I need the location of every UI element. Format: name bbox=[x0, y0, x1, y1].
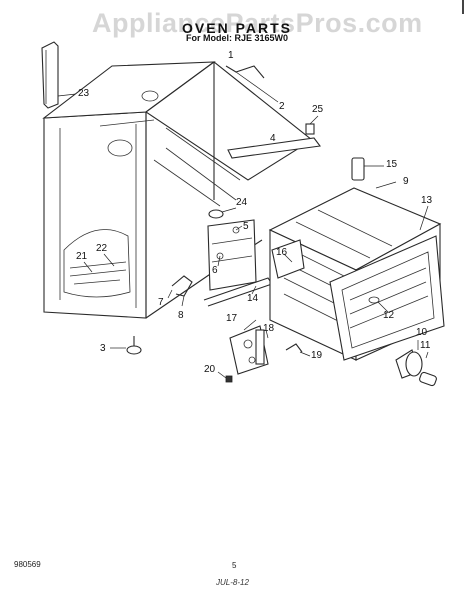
callout-7: 7 bbox=[158, 297, 164, 308]
callout-16: 16 bbox=[276, 247, 288, 258]
part-25-fastener bbox=[305, 115, 319, 135]
edge-mark bbox=[462, 0, 464, 14]
callout-11: 11 bbox=[420, 340, 431, 351]
page-number: 5 bbox=[232, 561, 237, 570]
callout-1: 1 bbox=[228, 50, 234, 61]
callout-4: 4 bbox=[270, 133, 276, 144]
callout-22: 22 bbox=[96, 243, 108, 254]
callout-19: 19 bbox=[311, 350, 323, 361]
part-7-8-clip bbox=[167, 275, 193, 307]
page-title: OVEN PARTS bbox=[182, 20, 292, 36]
part-16-shield bbox=[271, 239, 305, 279]
callout-15: 15 bbox=[386, 159, 398, 170]
callout-12: 12 bbox=[383, 310, 395, 321]
callout-5: 5 bbox=[243, 221, 249, 232]
callout-21: 21 bbox=[76, 251, 88, 262]
part-24-fastener bbox=[208, 207, 237, 219]
oven-front-frame bbox=[329, 235, 445, 361]
callout-20: 20 bbox=[204, 364, 216, 375]
callout-8: 8 bbox=[178, 310, 184, 321]
callout-24: 24 bbox=[236, 197, 248, 208]
callout-14: 14 bbox=[247, 293, 259, 304]
callout-2: 2 bbox=[279, 101, 285, 112]
footer-code: 980569 bbox=[14, 560, 41, 569]
part-15-element bbox=[351, 157, 384, 181]
part-10-11-knob bbox=[395, 340, 437, 387]
callout-18: 18 bbox=[263, 323, 275, 334]
part-23-side-trim bbox=[41, 41, 77, 109]
callout-23: 23 bbox=[78, 88, 90, 99]
callout-6: 6 bbox=[212, 265, 218, 276]
watermark: AppliancePartsPros.com bbox=[92, 8, 423, 38]
handwritten-signature: JUL-8-12 bbox=[216, 578, 249, 587]
callout-9: 9 bbox=[403, 176, 409, 187]
callout-10: 10 bbox=[416, 327, 428, 338]
model-subtitle: For Model: RJE 3165W0 bbox=[186, 33, 289, 43]
callout-17: 17 bbox=[226, 313, 238, 324]
part-2-bracket bbox=[225, 65, 279, 103]
callout-3: 3 bbox=[100, 343, 106, 354]
part-17-20-valve bbox=[217, 319, 311, 383]
callout-13: 13 bbox=[421, 195, 433, 206]
part-21-22-lead bbox=[83, 253, 115, 273]
part-1-cabinet bbox=[42, 61, 322, 319]
part-3-leg bbox=[110, 336, 142, 355]
callout-25: 25 bbox=[312, 104, 324, 115]
